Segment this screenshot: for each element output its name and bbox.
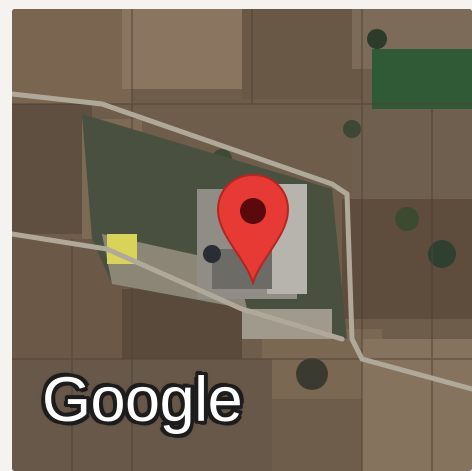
satellite-imagery <box>12 9 472 471</box>
map-pin-icon <box>216 173 290 285</box>
location-marker[interactable] <box>216 173 290 285</box>
google-logo: Google <box>42 365 243 435</box>
satellite-map[interactable]: Google <box>12 9 472 471</box>
